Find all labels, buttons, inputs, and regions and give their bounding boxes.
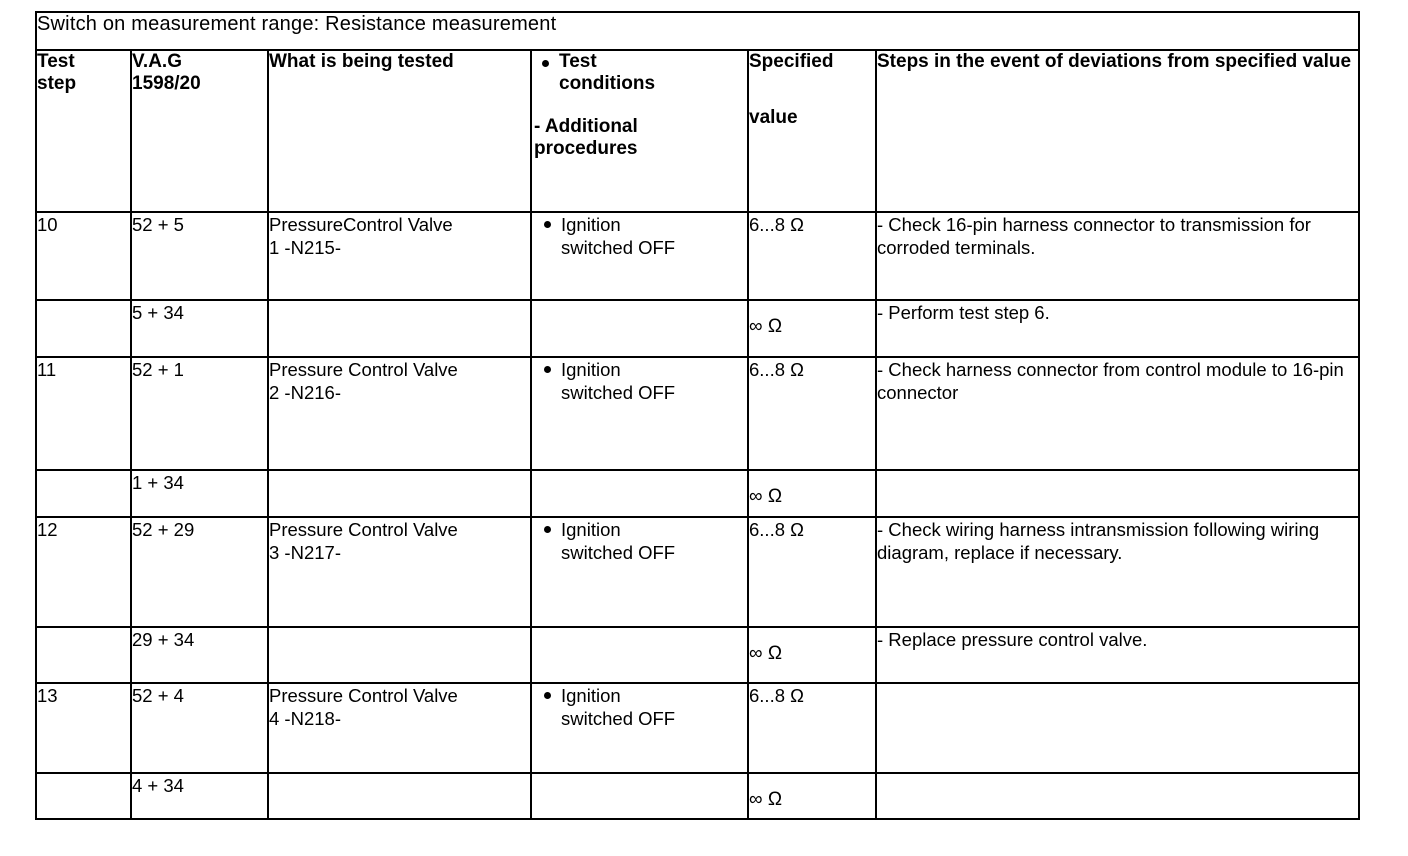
condition-bullet: Ignition switched OFF <box>532 684 747 730</box>
cell-test-conditions: Ignition switched OFF <box>530 211 749 301</box>
cell-what-tested: Pressure Control Valve 2 -N216- <box>267 356 532 471</box>
bullet-dot-icon <box>544 221 551 228</box>
cell-test-step <box>35 626 132 684</box>
condition-text: Ignition switched OFF <box>561 518 675 564</box>
table-row: 11 52 + 1 Pressure Control Valve 2 -N216… <box>35 356 1360 471</box>
column-header-vag: V.A.G 1598/20 <box>130 49 269 213</box>
condition-bullet: Ignition switched OFF <box>532 358 747 404</box>
cell-vag: 5 + 34 <box>130 299 269 358</box>
cell-vag: 52 + 4 <box>130 682 269 774</box>
cell-test-conditions <box>530 299 749 358</box>
table-body: 10 52 + 5 PressureControl Valve 1 -N215-… <box>35 211 1360 820</box>
table-row: 1 + 34 ∞ Ω <box>35 469 1360 518</box>
cell-test-conditions <box>530 772 749 820</box>
cell-specified-value: ∞ Ω <box>747 772 877 820</box>
cell-test-step: 13 <box>35 682 132 774</box>
test-conditions-bullet: Test conditions <box>532 51 747 96</box>
table-title: Switch on measurement range: Resistance … <box>35 11 1360 51</box>
cell-what-tested <box>267 469 532 518</box>
test-conditions-text: Test conditions <box>559 51 655 96</box>
bullet-dot-icon <box>542 60 549 67</box>
condition-line-1: Ignition <box>561 685 621 706</box>
cell-vag: 1 + 34 <box>130 469 269 518</box>
cell-vag: 52 + 29 <box>130 516 269 628</box>
bullet-dot-icon <box>544 366 551 373</box>
cell-test-conditions: Ignition switched OFF <box>530 516 749 628</box>
table-row: 12 52 + 29 Pressure Control Valve 3 -N21… <box>35 516 1360 628</box>
cell-what-tested <box>267 299 532 358</box>
cell-specified-value: 6...8 Ω <box>747 356 877 471</box>
condition-line-1: Ignition <box>561 359 621 380</box>
cell-vag: 52 + 5 <box>130 211 269 301</box>
cell-test-conditions: Ignition switched OFF <box>530 356 749 471</box>
condition-line-1: Ignition <box>561 519 621 540</box>
column-header-specified-value: Specified value <box>747 49 877 213</box>
cell-specified-value: ∞ Ω <box>747 469 877 518</box>
specified-label-line-2: value <box>749 107 798 129</box>
cell-what-tested <box>267 772 532 820</box>
test-conditions-line-1: Test <box>559 51 597 72</box>
cell-test-conditions <box>530 626 749 684</box>
bullet-dot-icon <box>544 526 551 533</box>
table-row: 13 52 + 4 Pressure Control Valve 4 -N218… <box>35 682 1360 774</box>
column-header-steps: Steps in the event of deviations from sp… <box>875 49 1360 213</box>
cell-test-step <box>35 469 132 518</box>
table-row: 5 + 34 ∞ Ω - Perform test step 6. <box>35 299 1360 358</box>
cell-test-conditions <box>530 469 749 518</box>
cell-specified-value: 6...8 Ω <box>747 211 877 301</box>
condition-line-1: Ignition <box>561 214 621 235</box>
cell-steps: - Check wiring harness intransmission fo… <box>875 516 1360 628</box>
condition-line-2: switched OFF <box>561 708 676 730</box>
resistance-measurement-table: Switch on measurement range: Resistance … <box>35 11 1360 820</box>
cell-what-tested <box>267 626 532 684</box>
condition-line-2: switched OFF <box>561 382 676 404</box>
table-header-row: Test step V.A.G 1598/20 What is being te… <box>35 49 1360 213</box>
cell-steps <box>875 682 1360 774</box>
condition-line-2: switched OFF <box>561 542 676 564</box>
cell-specified-value: 6...8 Ω <box>747 516 877 628</box>
cell-specified-value: ∞ Ω <box>747 626 877 684</box>
cell-specified-value: 6...8 Ω <box>747 682 877 774</box>
cell-test-step <box>35 299 132 358</box>
column-header-what-is-being-tested: What is being tested <box>267 49 532 213</box>
cell-what-tested: Pressure Control Valve 4 -N218- <box>267 682 532 774</box>
table-row: 4 + 34 ∞ Ω <box>35 772 1360 820</box>
cell-vag: 29 + 34 <box>130 626 269 684</box>
cell-steps <box>875 469 1360 518</box>
cell-steps: - Perform test step 6. <box>875 299 1360 358</box>
cell-test-step: 10 <box>35 211 132 301</box>
cell-vag: 4 + 34 <box>130 772 269 820</box>
table-title-row: Switch on measurement range: Resistance … <box>35 11 1360 51</box>
cell-steps: - Check 16-pin harness connector to tran… <box>875 211 1360 301</box>
condition-bullet: Ignition switched OFF <box>532 213 747 259</box>
bullet-dot-icon <box>544 692 551 699</box>
condition-text: Ignition switched OFF <box>561 213 675 259</box>
cell-steps: - Check harness connector from control m… <box>875 356 1360 471</box>
test-conditions-line-2: conditions <box>559 73 656 95</box>
cell-what-tested: PressureControl Valve 1 -N215- <box>267 211 532 301</box>
cell-test-step <box>35 772 132 820</box>
condition-line-2: switched OFF <box>561 237 676 259</box>
column-header-test-step: Test step <box>35 49 132 213</box>
cell-steps <box>875 772 1360 820</box>
cell-test-step: 12 <box>35 516 132 628</box>
condition-text: Ignition switched OFF <box>561 358 675 404</box>
cell-test-step: 11 <box>35 356 132 471</box>
condition-text: Ignition switched OFF <box>561 684 675 730</box>
cell-what-tested: Pressure Control Valve 3 -N217- <box>267 516 532 628</box>
table-row: 29 + 34 ∞ Ω - Replace pressure control v… <box>35 626 1360 684</box>
table-row: 10 52 + 5 PressureControl Valve 1 -N215-… <box>35 211 1360 301</box>
table-head: Switch on measurement range: Resistance … <box>35 11 1360 213</box>
cell-test-conditions: Ignition switched OFF <box>530 682 749 774</box>
column-header-test-conditions: Test conditions - Additional procedures <box>530 49 749 213</box>
additional-procedures-text: - Additional procedures <box>534 115 638 160</box>
cell-vag: 52 + 1 <box>130 356 269 471</box>
condition-bullet: Ignition switched OFF <box>532 518 747 564</box>
specified-label-line-1: Specified <box>749 51 834 72</box>
cell-specified-value: ∞ Ω <box>747 299 877 358</box>
cell-steps: - Replace pressure control valve. <box>875 626 1360 684</box>
